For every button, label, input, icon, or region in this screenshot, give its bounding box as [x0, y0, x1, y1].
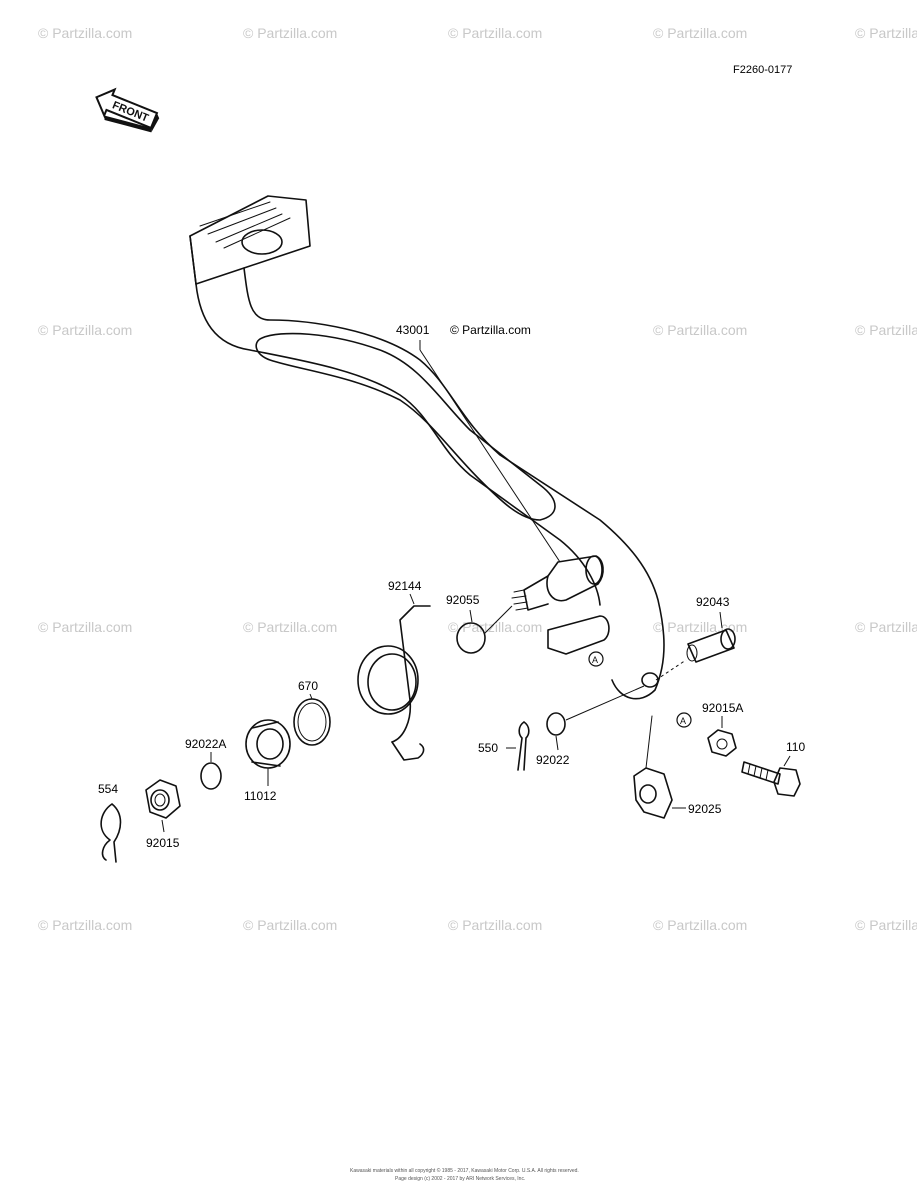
part-label-92015: 92015: [146, 836, 180, 850]
reference-marker-a: A: [676, 712, 692, 728]
part-label-43001: 43001: [396, 323, 430, 337]
pivot-pin-92043: [686, 628, 736, 663]
watermark: © Partzilla.com: [653, 917, 747, 933]
watermark: © Partzilla.com: [38, 322, 132, 338]
front-arrow-icon: FRONT: [95, 87, 160, 133]
footer-copyright-line: Kawasaki materials within all copyright …: [350, 1167, 579, 1174]
watermark: © Partzilla.com: [243, 917, 337, 933]
reference-marker-text: A: [680, 716, 686, 726]
return-spring-92144: [357, 605, 431, 761]
part-label-550: 550: [478, 741, 498, 755]
watermark-grid: © Partzilla.com © Partzilla.com © Partzi…: [38, 25, 917, 933]
copyright-label: © Partzilla.com: [450, 323, 531, 337]
watermark: © Partzilla.com: [38, 917, 132, 933]
watermark: © Partzilla.com: [38, 619, 132, 635]
diagram-code: F2260-0177: [733, 64, 792, 76]
part-label-92022: 92022: [536, 753, 570, 767]
watermark: © Partzilla.com: [448, 25, 542, 41]
reference-marker-text: A: [592, 655, 598, 665]
oil-seal-11012: [245, 719, 291, 769]
watermark: © Partzilla.com: [855, 917, 917, 933]
part-label-92025: 92025: [688, 802, 722, 816]
washer-92022: [546, 712, 566, 736]
o-ring-670: [293, 698, 331, 746]
bolt-110: [741, 761, 801, 797]
watermark: © Partzilla.com: [243, 25, 337, 41]
part-label-92022a: 92022A: [185, 737, 226, 751]
clevis-92025: [633, 715, 673, 819]
part-label-11012: 11012: [244, 789, 277, 803]
watermark: © Partzilla.com: [855, 619, 917, 635]
watermark: © Partzilla.com: [855, 322, 917, 338]
brake-pedal-43001: [189, 195, 665, 700]
part-label-554: 554: [98, 782, 118, 796]
washer-92022a: [200, 762, 222, 790]
cotter-pin-550: [517, 721, 530, 771]
o-ring-92055: [456, 622, 486, 654]
part-label-92144: 92144: [388, 579, 422, 593]
part-label-92043: 92043: [696, 595, 730, 609]
part-label-670: 670: [298, 679, 318, 693]
watermark: © Partzilla.com: [855, 25, 917, 41]
part-label-92015a: 92015A: [702, 701, 743, 715]
reference-marker-a: A: [588, 651, 604, 667]
part-label-92055: 92055: [446, 593, 480, 607]
watermark: © Partzilla.com: [38, 25, 132, 41]
nut-92015a: [707, 729, 737, 757]
part-label-110: 110: [786, 740, 805, 754]
watermark: © Partzilla.com: [653, 322, 747, 338]
clip-554: [100, 803, 122, 863]
footer-design-line: Page design (c) 2002 - 2017 by ARI Netwo…: [395, 1176, 525, 1182]
watermark: © Partzilla.com: [653, 25, 747, 41]
watermark: © Partzilla.com: [243, 619, 337, 635]
nut-92015: [145, 779, 181, 819]
watermark: © Partzilla.com: [448, 917, 542, 933]
leader-line: [419, 349, 561, 563]
